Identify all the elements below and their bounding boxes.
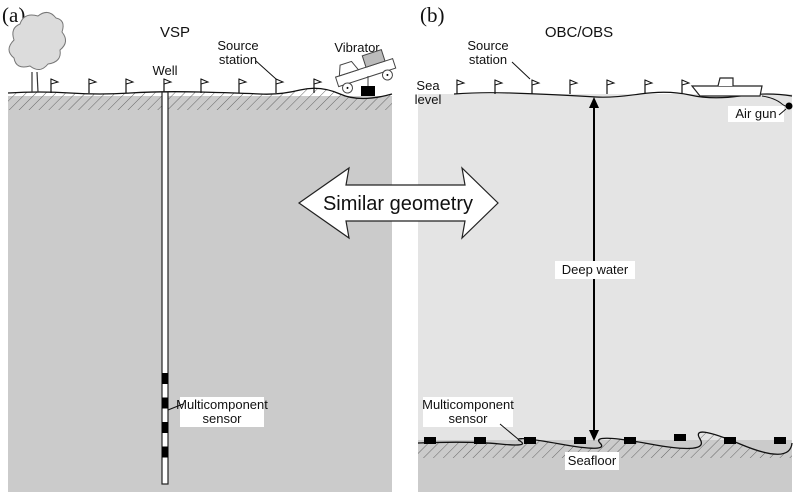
source-station-leader-a xyxy=(255,60,277,80)
land-subsurface xyxy=(8,96,392,492)
panel-a: (a) VSP Well Source station Vibrator xyxy=(2,3,397,492)
land-hatch xyxy=(8,88,392,110)
ocean-bottom-sensor xyxy=(724,437,736,444)
sensor-segment xyxy=(162,446,168,458)
depth-label-bg xyxy=(555,261,635,279)
ground-surface-line xyxy=(7,87,393,100)
flag-icon xyxy=(456,79,466,94)
flag-icon xyxy=(644,79,654,94)
ocean-bottom-sensor xyxy=(774,437,786,444)
depth-arrow-head-down xyxy=(589,430,599,441)
sensor-leader-b xyxy=(499,423,519,440)
airgun-label: Air gun xyxy=(735,106,776,121)
sensor-label-a-2: sensor xyxy=(202,411,242,426)
airgun-label-bg xyxy=(728,106,784,122)
seafloor-line xyxy=(417,431,793,455)
ocean-bottom-sensor xyxy=(474,437,486,444)
seafloor-label: Seafloor xyxy=(568,453,617,468)
sensor-segment xyxy=(162,397,168,409)
depth-label: Deep water xyxy=(562,262,629,277)
well-bore xyxy=(161,91,169,485)
similar-geometry-label: Similar geometry xyxy=(323,193,473,215)
seabed-hatch xyxy=(418,432,792,458)
source-flags-a xyxy=(50,78,323,93)
flag-icon xyxy=(163,78,173,93)
seafloor-label-bg xyxy=(565,452,619,470)
flag-icon xyxy=(494,79,504,94)
panel-b-title: OBC/OBS xyxy=(545,24,613,41)
airgun-icon xyxy=(785,102,793,110)
flag-icon xyxy=(313,78,323,93)
sensor-label-bg-a xyxy=(180,397,264,427)
flag-icon xyxy=(606,79,616,94)
flag-icon xyxy=(200,78,210,93)
flag-icon xyxy=(238,78,248,93)
ocean-bottom-sensor xyxy=(674,434,686,441)
sensor-label-a-1: Multicomponent xyxy=(176,397,268,412)
source-flags-b xyxy=(456,79,691,94)
flag-icon xyxy=(275,78,285,93)
well-label: Well xyxy=(152,63,177,78)
panel-b: (b) OBC/OBS Sea level Source station Air… xyxy=(415,3,793,492)
panel-b-label: (b) xyxy=(420,3,445,27)
vibrator-label: Vibrator xyxy=(334,40,380,55)
vibrator-truck-icon xyxy=(334,49,397,94)
flag-icon xyxy=(125,78,135,93)
similar-geometry-arrow: Similar geometry xyxy=(297,166,499,240)
source-station-label-a-1: Source xyxy=(217,38,258,53)
ocean-bottom-sensor xyxy=(524,437,536,444)
sensor-label-b-1: Multicomponent xyxy=(422,397,514,412)
tree-icon xyxy=(8,12,66,93)
source-station-label-a-2: station xyxy=(219,52,257,67)
flag-icon xyxy=(88,78,98,93)
source-station-label-b-2: station xyxy=(469,52,507,67)
panel-a-label: (a) xyxy=(2,3,25,27)
sensor-leader-a xyxy=(167,403,184,411)
flag-icon xyxy=(569,79,579,94)
depth-arrow-head-up xyxy=(589,97,599,108)
flag-icon xyxy=(531,79,541,94)
sensor-label-b-2: sensor xyxy=(448,411,488,426)
source-station-label-b-1: Source xyxy=(467,38,508,53)
flag-icon xyxy=(50,78,60,93)
sensor-label-bg-b xyxy=(423,397,513,427)
well-sensors xyxy=(162,373,168,458)
ocean-bottom-sensor xyxy=(624,437,636,444)
sea-level-label-2: level xyxy=(415,92,442,107)
sensor-segment xyxy=(162,422,168,433)
vibrator-baseplate xyxy=(361,86,375,96)
panel-a-title: VSP xyxy=(160,24,190,41)
sea-level-label-1: Sea xyxy=(416,78,440,93)
source-station-leader-b xyxy=(511,61,531,80)
ocean-bottom-sensor xyxy=(424,437,436,444)
airgun-leader xyxy=(778,108,787,116)
ocean-bottom-sensor xyxy=(574,437,586,444)
boat-icon xyxy=(690,77,763,97)
seafloor-sensors xyxy=(424,434,786,444)
sensor-segment xyxy=(162,373,168,384)
flag-icon xyxy=(681,79,691,94)
